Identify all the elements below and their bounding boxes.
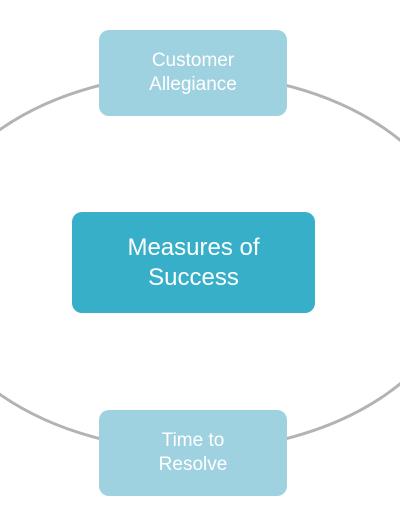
customer-allegiance-node: Customer Allegiance (99, 30, 287, 116)
customer-allegiance-label: Customer Allegiance (149, 50, 237, 95)
time-to-resolve-label: Time to Resolve (158, 430, 228, 475)
time-to-resolve-node: Time to Resolve (99, 410, 287, 496)
measures-of-success-node: Measures of Success (72, 212, 315, 313)
measures-of-success-label: Measures of Success (127, 233, 260, 291)
